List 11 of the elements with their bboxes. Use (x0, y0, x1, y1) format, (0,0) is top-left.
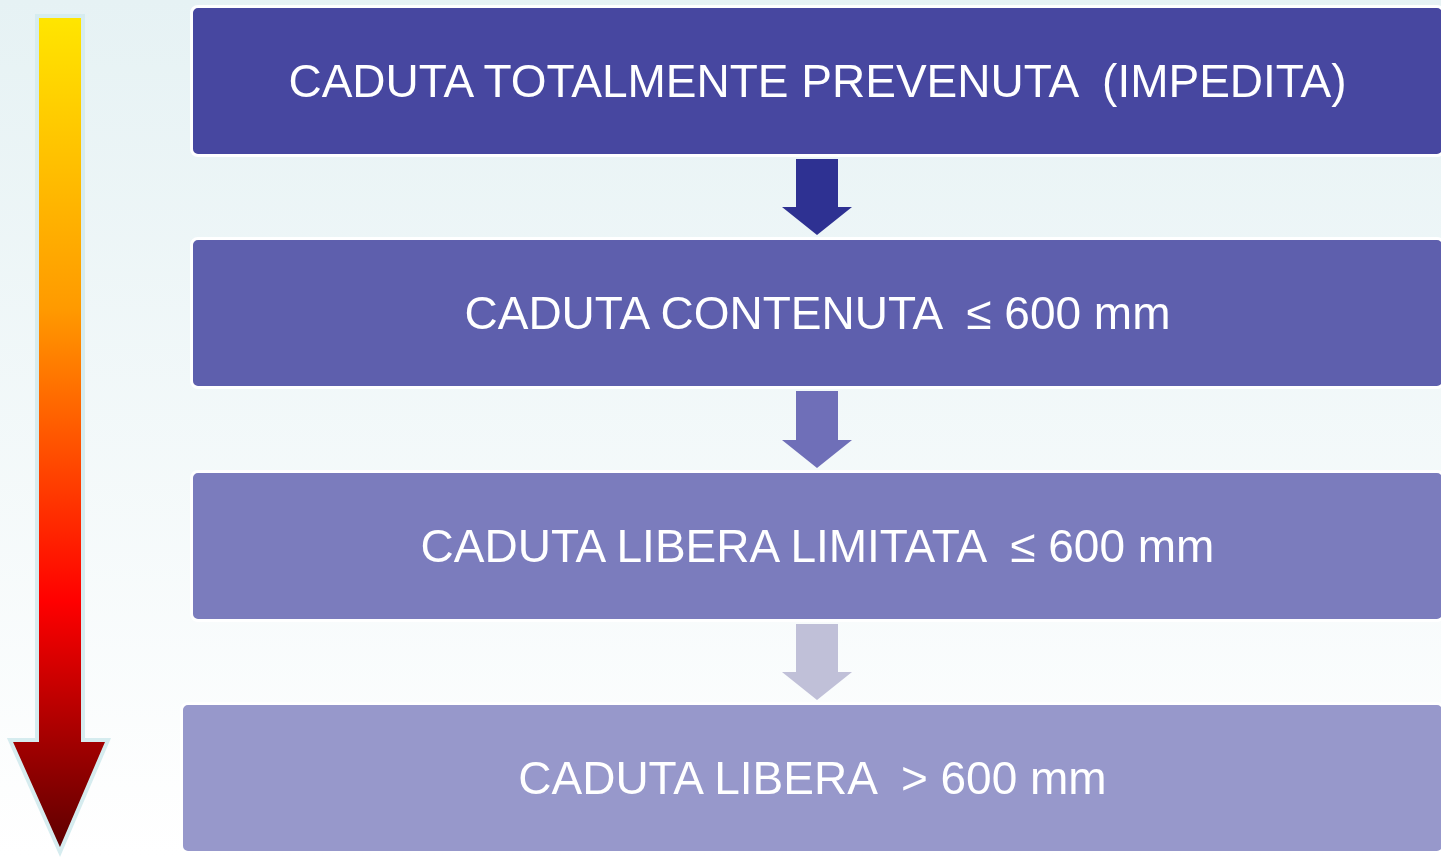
process-box (190, 237, 1441, 389)
box-label: CADUTA CONTENUTA ≤ 600 mm (464, 286, 1171, 340)
process-box (190, 470, 1441, 622)
block-arrow (782, 391, 852, 468)
box-label: CADUTA LIBERA > 600 mm (518, 751, 1107, 805)
block-arrow (782, 159, 852, 235)
block-arrow (782, 624, 852, 700)
box-label: CADUTA TOTALMENTE PREVENUTA (IMPEDITA) (288, 54, 1347, 108)
process-box (180, 702, 1441, 854)
process-box (190, 5, 1441, 157)
box-label: CADUTA LIBERA LIMITATA ≤ 600 mm (420, 519, 1215, 573)
